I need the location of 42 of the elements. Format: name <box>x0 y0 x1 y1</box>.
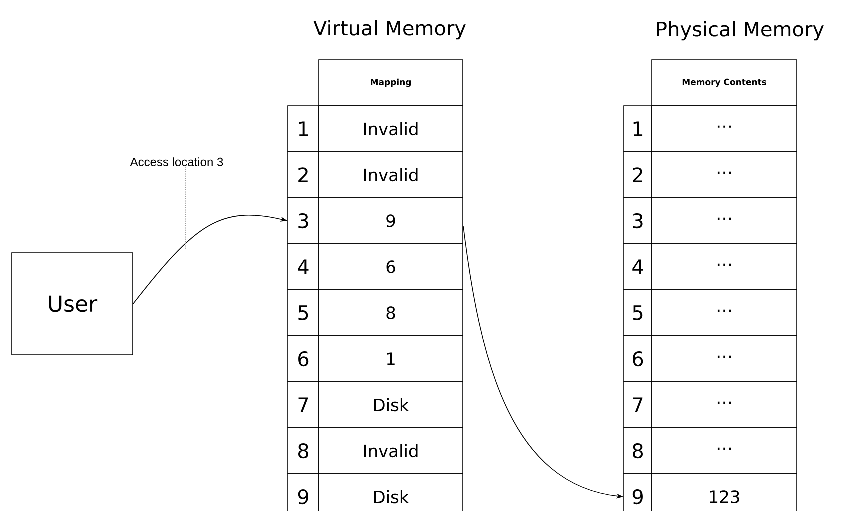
value-cell: ⋯ <box>652 106 798 152</box>
index-cell: 2 <box>288 152 320 198</box>
value-cell: Disk <box>318 382 464 428</box>
value-cell: 8 <box>318 290 464 336</box>
index-cell: 4 <box>288 244 320 290</box>
index-cell: 2 <box>624 152 652 198</box>
value-cell: Disk <box>318 474 464 511</box>
index-cell: 8 <box>288 428 320 474</box>
index-cell: 1 <box>288 106 320 152</box>
index-cell: 3 <box>624 198 652 244</box>
user-box: User <box>12 252 134 356</box>
index-cell: 8 <box>624 428 652 474</box>
value-cell: 123 <box>652 474 798 511</box>
header-cell: Memory Contents <box>652 60 798 106</box>
value-cell: ⋯ <box>652 198 798 244</box>
value-cell: 1 <box>318 336 464 382</box>
value-cell: ⋯ <box>652 382 798 428</box>
index-cell: 5 <box>624 290 652 336</box>
title: Physical Memory <box>657 21 824 41</box>
header-cell: Mapping <box>318 60 464 106</box>
value-cell: Invalid <box>318 428 464 474</box>
index-cell: 5 <box>288 290 320 336</box>
index-cell: 7 <box>624 382 652 428</box>
index-cell: 3 <box>288 198 320 244</box>
leader-text: Access location 3 <box>130 158 224 166</box>
title: Virtual Memory <box>314 20 466 40</box>
value-cell: ⋯ <box>652 336 798 382</box>
value-cell: Invalid <box>318 152 464 198</box>
index-cell: 9 <box>288 474 320 511</box>
index-cell: 6 <box>288 336 320 382</box>
index-cell: 9 <box>624 474 652 511</box>
index-cell: 4 <box>624 244 652 290</box>
index-cell: 1 <box>624 106 652 152</box>
index-cell: 6 <box>624 336 652 382</box>
value-cell: ⋯ <box>652 244 798 290</box>
value-cell: ⋯ <box>652 290 798 336</box>
value-cell: 9 <box>318 198 464 244</box>
value-cell: ⋯ <box>652 428 798 474</box>
value-cell: ⋯ <box>652 152 798 198</box>
value-cell: Invalid <box>318 106 464 152</box>
index-cell: 7 <box>288 382 320 428</box>
value-cell: 6 <box>318 244 464 290</box>
